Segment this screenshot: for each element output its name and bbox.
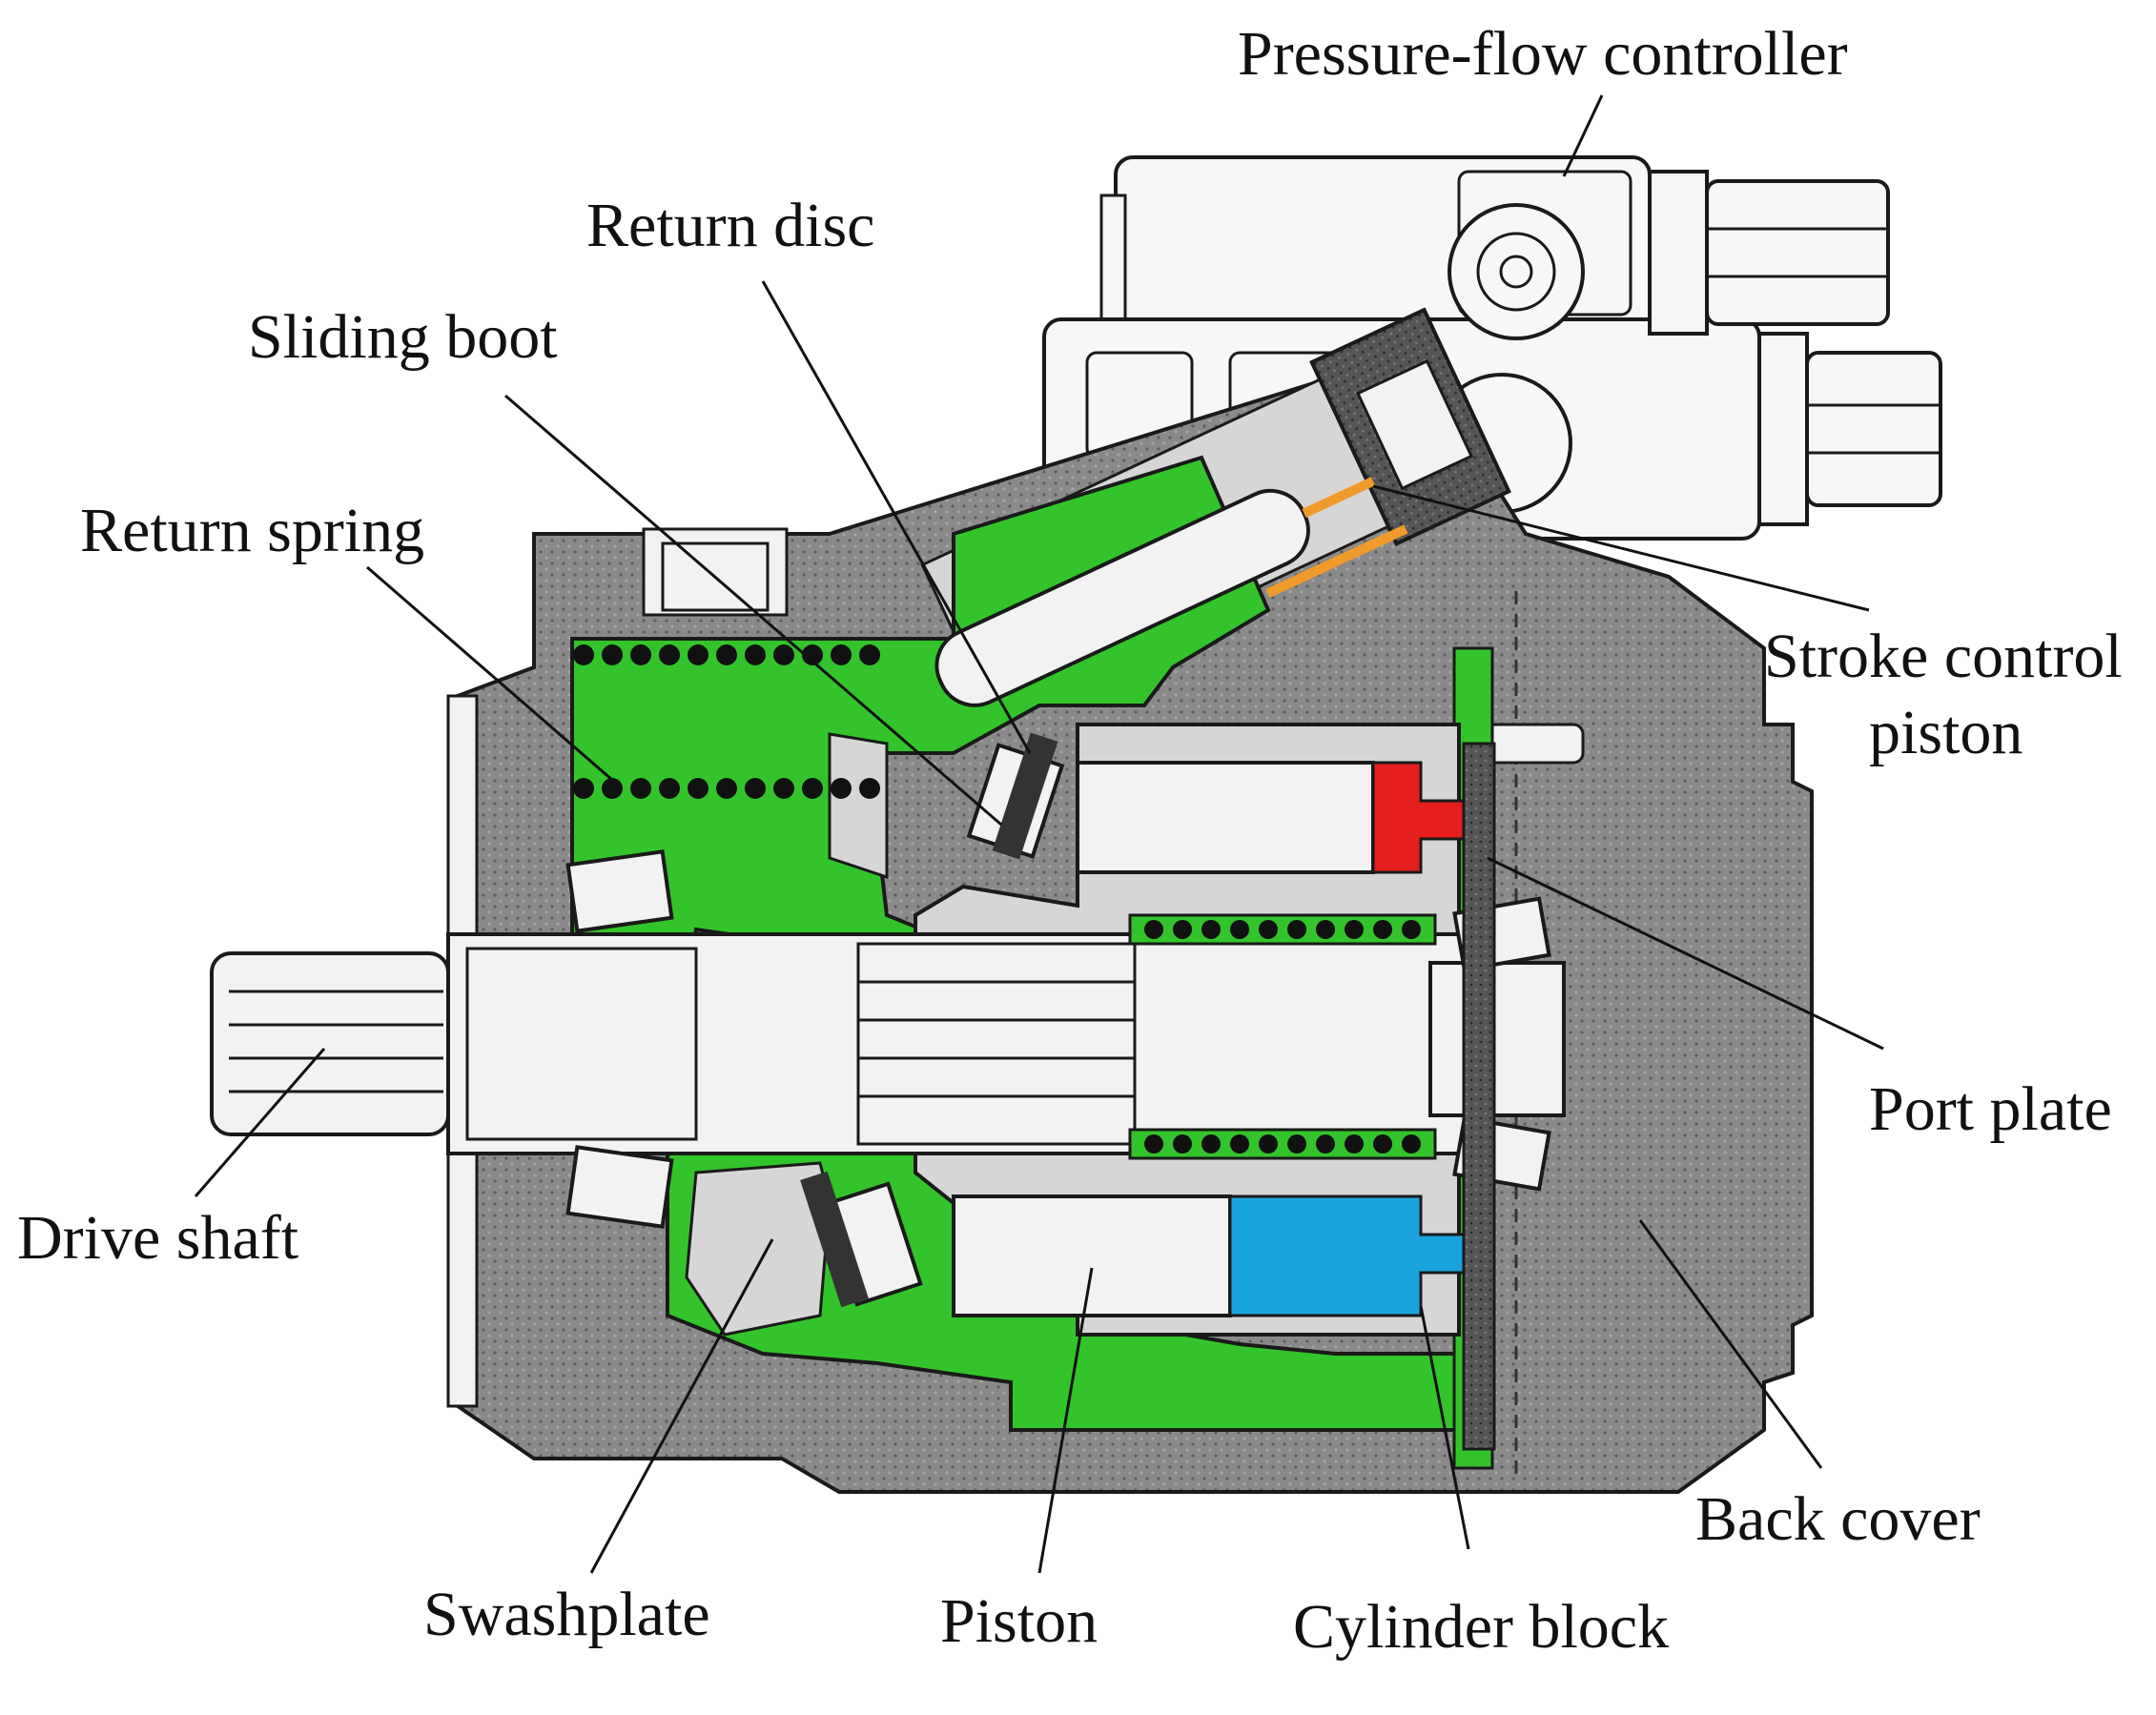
label-pressure-flow-controller: Pressure-flow controller [1238,19,1848,89]
label-port-plate: Port plate [1869,1074,2112,1144]
label-stroke-control-piston-line2: piston [1869,698,2023,767]
upper-piston [1076,761,1489,874]
center-spring [1128,913,1437,1160]
drive-shaft [210,932,1566,1155]
label-stroke-control-piston-line1: Stroke control [1764,622,2123,691]
label-back-cover: Back cover [1695,1484,1981,1554]
stroke-control-piston [934,477,1408,707]
label-drive-shaft: Drive shaft [17,1203,298,1273]
port-plate [1462,742,1496,1451]
sliding-boots [800,732,1065,1308]
label-return-disc: Return disc [586,191,874,260]
label-piston: Piston [940,1586,1098,1656]
leader-lines [194,94,1884,1574]
label-swashplate: Swashplate [423,1580,710,1649]
label-sliding-boot: Sliding boot [248,302,558,372]
label-cylinder-block: Cylinder block [1293,1592,1669,1662]
labels: Pressure-flow controller Return disc Sli… [17,19,2123,1662]
label-return-spring: Return spring [80,496,424,565]
lower-piston [952,1194,1489,1317]
